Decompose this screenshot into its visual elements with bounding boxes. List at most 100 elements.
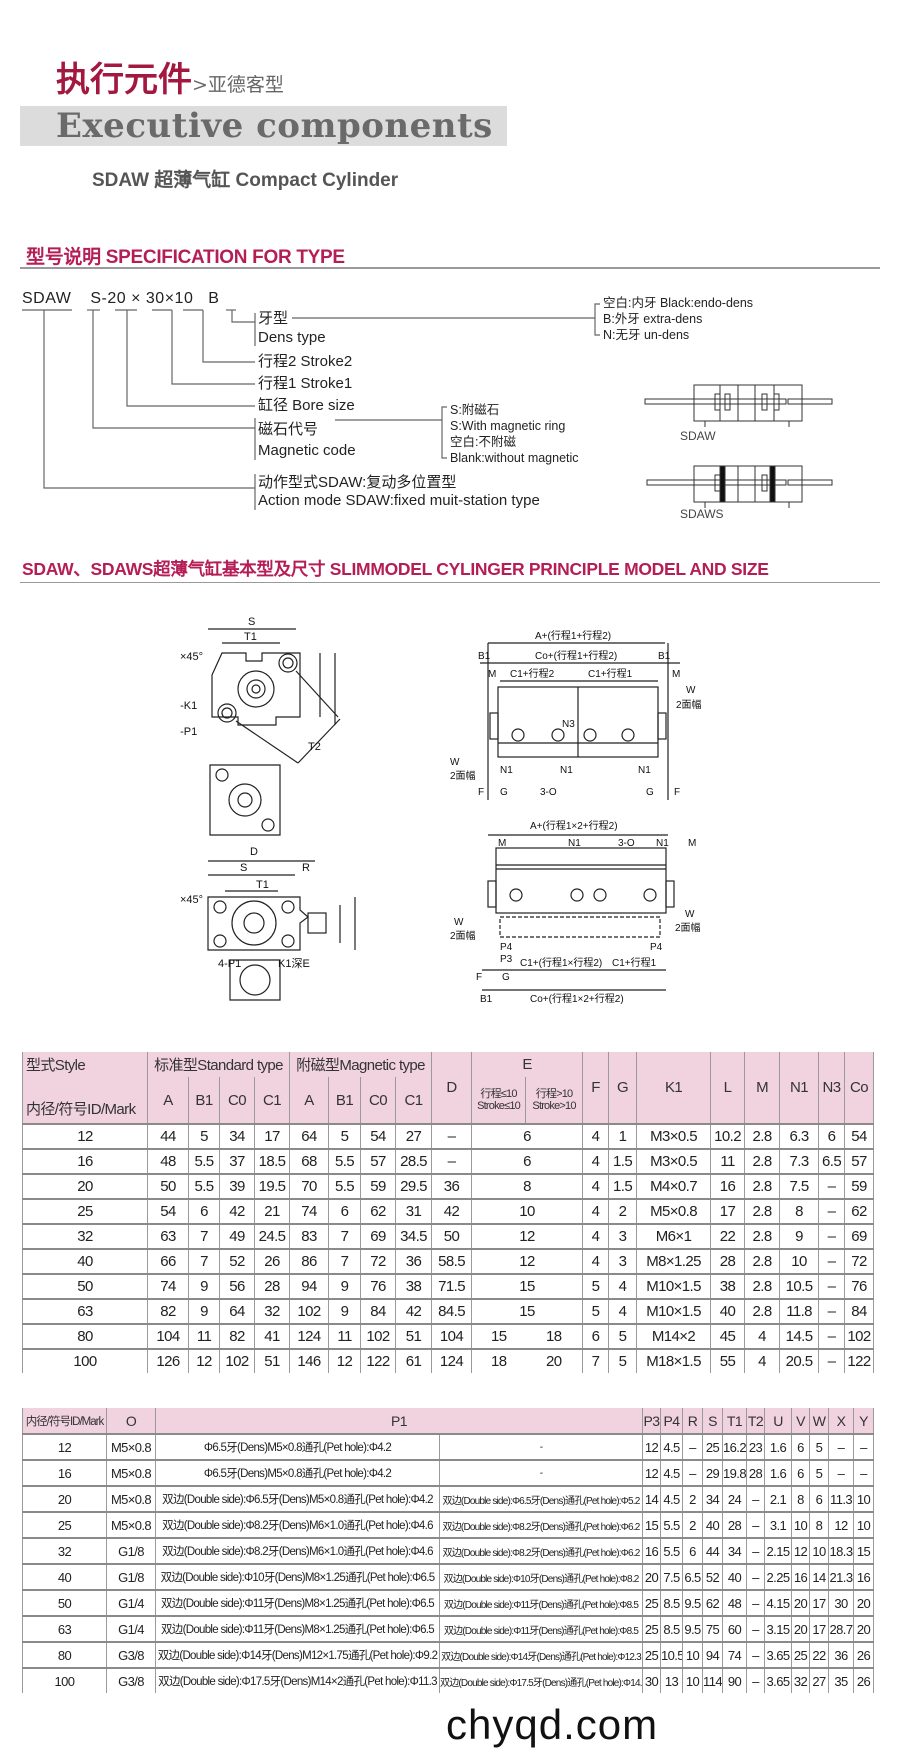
cell-d: 84.5 [431,1298,473,1324]
cell-std-c1: 32 [254,1298,290,1324]
dim-n1-b: N1 [560,765,573,776]
cell-std-a: 74 [147,1273,189,1299]
cell-w: 5 [809,1433,829,1460]
dim-a: A+(行程1+行程2) [535,629,611,642]
cell-n1: 14.5 [779,1323,820,1349]
cell-n1: 6.3 [779,1123,820,1149]
cell-mag-b1: 9 [328,1273,361,1299]
cell-n1: 11.8 [779,1298,820,1324]
cell-y: 20 [853,1615,874,1642]
cell-g: 1.5 [608,1173,638,1199]
cell-mag-a: 94 [289,1273,329,1299]
cell-mag-c1: 31 [394,1198,433,1224]
cell-n3: – [818,1248,846,1274]
cell-co: 122 [844,1348,875,1373]
cell-mag-c1: 34.5 [394,1223,433,1249]
cell-co: 102 [844,1323,875,1349]
cell-std-b1: 11 [188,1323,220,1349]
model-dash: - [101,290,108,307]
cell-o: G1/4 [106,1615,156,1642]
model-x2: × [164,290,175,307]
cell-t2: – [746,1667,765,1693]
magnet-options: S:附磁石 S:With magnetic ring 空白:不附磁 Blank:… [450,402,579,466]
cell-d: 71.5 [431,1273,473,1299]
cell-id: 80 [22,1641,107,1668]
cell-p1-alt: - [439,1459,643,1486]
cell-std-a: 104 [147,1323,189,1349]
cell-r: 2 [682,1485,703,1512]
cell-mag-a: 74 [289,1198,329,1224]
cell-std-a: 48 [147,1148,189,1174]
cell-t2: 28 [746,1459,765,1486]
cell-y: 10 [853,1485,874,1512]
cell-f: 4 [582,1173,610,1199]
cell-p1: 双边(Double side):Φ8.2牙(Dens)M6×1.0通孔(Pet … [155,1511,440,1538]
cell-v: 16 [791,1563,810,1590]
subtitle-cn: >亚德客型 [192,74,284,96]
cell-y: 16 [853,1563,874,1590]
cell-s: 75 [702,1615,723,1642]
header-e: E [471,1052,584,1077]
cell-x: 18.3 [828,1537,854,1564]
cell-mag-c0: 54 [360,1123,396,1149]
cell-e: 18 [471,1348,526,1373]
cell-e: 15 [471,1298,584,1324]
sdaw-label: SDAW [680,429,716,443]
header-id-mark: 内径/符号ID/Mark [22,1077,148,1124]
cell-p3: 12 [642,1459,661,1486]
cell-mag-a: 86 [289,1248,329,1274]
cell-m: 2.8 [744,1123,781,1149]
header-co: Co [844,1052,875,1124]
dim-c1a: C1+行程2 [510,667,555,680]
cell-id: 32 [22,1537,107,1564]
cell-o: G3/8 [106,1641,156,1668]
cell-std-c0: 52 [219,1248,255,1274]
cell-l: 11 [710,1148,746,1174]
cell-mag-a: 83 [289,1223,329,1249]
cell-k1: M3×0.5 [636,1123,712,1149]
cell-std-c1: 51 [254,1348,290,1373]
cell-s: 62 [702,1589,723,1616]
header-m: M [744,1052,781,1124]
cell-r: 2 [682,1511,703,1538]
cell-std-c1: 18.5 [254,1148,290,1174]
cell-u: 1.6 [764,1433,792,1460]
cell-mag-c1: 36 [394,1248,433,1274]
cell-v: 25 [791,1641,810,1668]
cell-r: 9.5 [682,1615,703,1642]
cell-m: 2.8 [744,1198,781,1224]
cell-id: 40 [22,1248,148,1274]
cell-t1: 19.8 [722,1459,747,1486]
cell-g: 5 [608,1348,638,1373]
cell-std-a: 63 [147,1223,189,1249]
cell-std-a: 126 [147,1348,189,1373]
cell-std-c0: 42 [219,1198,255,1224]
cell-n3: – [818,1223,846,1249]
header-p3: P3 [642,1408,661,1434]
cell-o: M5×0.8 [106,1485,156,1512]
cell-f: 4 [582,1148,610,1174]
header-std-b1: B1 [188,1077,220,1124]
cell-mag-c1: 28.5 [394,1148,433,1174]
cell-p1: 双边(Double side):Φ14牙(Dens)M12×1.75通孔(Pet… [155,1641,440,1668]
dim-f: F [478,787,484,798]
label-action-cn: 动作型式SDAW:复动多位置型 [258,474,457,491]
cell-l: 45 [710,1323,746,1349]
magnet-option: S:With magnetic ring [450,419,566,433]
cell-y: – [853,1459,874,1486]
header-n3: N3 [818,1052,846,1124]
magnet-option: Blank:without magnetic [450,451,579,465]
cell-w: 14 [809,1563,829,1590]
cell-x: – [828,1459,854,1486]
cell-mag-b1: 5.5 [328,1173,361,1199]
cell-mag-c0: 84 [360,1298,396,1324]
model-dens: B [208,290,220,307]
model-stroke2: 10 [174,290,194,307]
cell-e: 6 [471,1123,584,1149]
cell-u: 1.6 [764,1459,792,1486]
header-o: O [106,1408,156,1434]
header-style: 型式Style [22,1052,148,1077]
cell-s: 114 [702,1667,723,1693]
sdaws-label: SDAWS [680,507,724,520]
